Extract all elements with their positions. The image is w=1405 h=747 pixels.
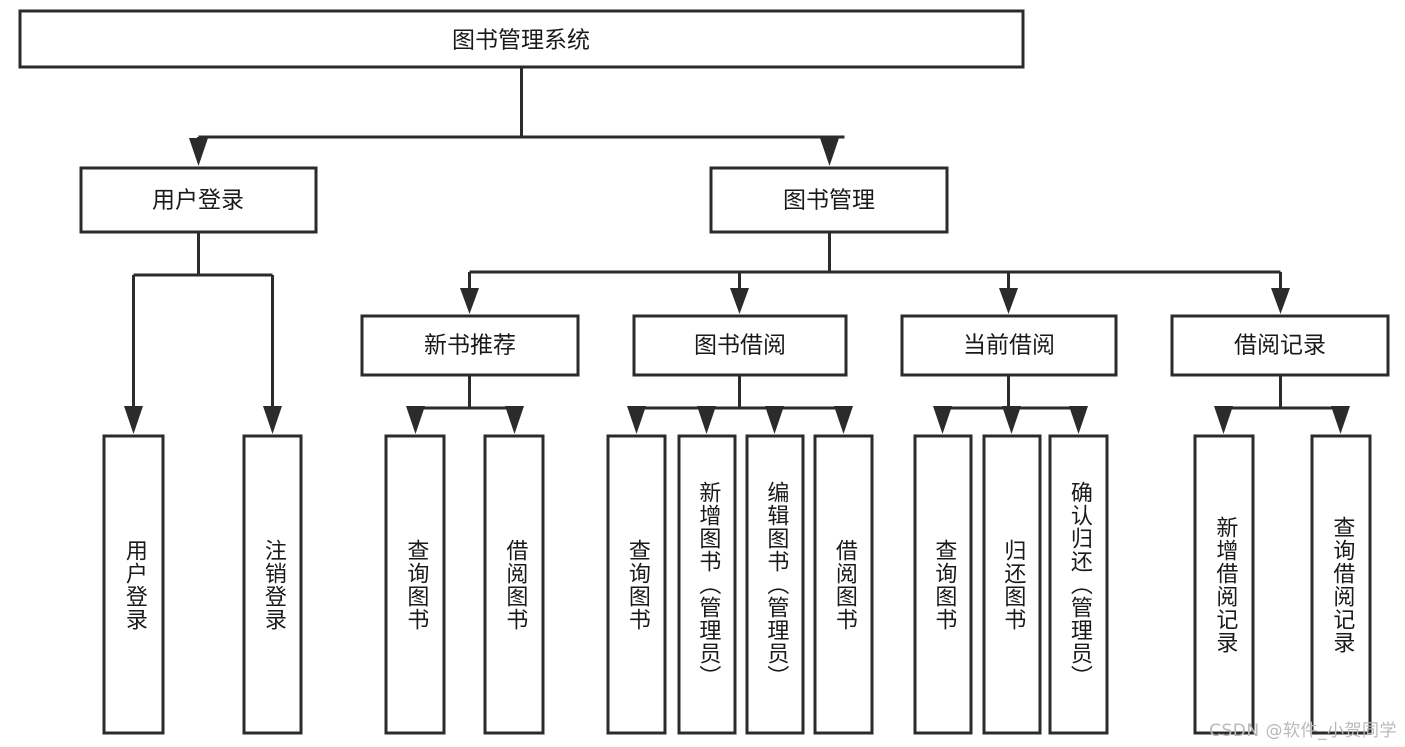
node-leaf-user-login-box[interactable]: [102, 434, 165, 735]
node-leaf-query-book-borrow-box[interactable]: [606, 434, 667, 735]
node-leaf-borrow-book-rec-box[interactable]: [483, 434, 545, 735]
arrow-head-current-borrow: [999, 288, 1018, 314]
csdn-watermark: CSDN @软件_小贺同学: [1209, 721, 1397, 741]
node-borrow-record[interactable]: 借阅记录: [1170, 314, 1390, 377]
node-leaf-borrow-book-box[interactable]: [813, 434, 874, 735]
arrow-head-borrow-record: [1271, 288, 1290, 314]
node-user-login-box[interactable]: [79, 166, 318, 234]
node-new-book-recommend-label: 新书推荐: [424, 333, 516, 359]
node-new-book-recommend-box[interactable]: [360, 314, 580, 377]
node-book-management-box[interactable]: [709, 166, 949, 234]
node-current-borrow-box[interactable]: [900, 314, 1118, 377]
node-leaf-add-borrow-record-box[interactable]: [1193, 434, 1255, 735]
arrow-head-leaf-query-book-borrow: [627, 406, 646, 434]
node-leaf-query-book-current-box[interactable]: [913, 434, 973, 735]
node-borrow-record-box[interactable]: [1170, 314, 1390, 377]
node-root[interactable]: 图书管理系统: [18, 9, 1025, 69]
node-current-borrow-label: 当前借阅: [963, 333, 1055, 359]
arrow-head-leaf-query-borrow-record: [1331, 406, 1350, 434]
node-book-management[interactable]: 图书管理: [709, 166, 949, 234]
arrow-head-leaf-logout: [263, 406, 282, 434]
arrow-head-leaf-add-book-admin: [697, 406, 716, 434]
arrow-head-leaf-add-borrow-record: [1214, 406, 1233, 434]
node-root-box[interactable]: [18, 9, 1025, 69]
node-user-login-label: 用户登录: [152, 188, 244, 214]
node-leaf-return-book-box[interactable]: [982, 434, 1042, 735]
node-user-login[interactable]: 用户登录: [79, 166, 318, 234]
arrow-head-book-management: [820, 138, 839, 166]
node-leaf-query-book-rec-box[interactable]: [384, 434, 446, 735]
node-leaf-query-borrow-record-box[interactable]: [1310, 434, 1372, 735]
node-book-borrow-label: 图书借阅: [694, 333, 786, 359]
node-book-borrow-box[interactable]: [632, 314, 848, 377]
arrow-head-leaf-borrow-book: [834, 406, 853, 434]
leaf-box-group: [102, 434, 1372, 735]
connector-group: [124, 67, 1350, 434]
node-leaf-confirm-return-admin-box[interactable]: [1048, 434, 1109, 735]
node-book-management-label: 图书管理: [783, 188, 875, 214]
node-leaf-logout-box[interactable]: [242, 434, 303, 735]
node-current-borrow[interactable]: 当前借阅: [900, 314, 1118, 377]
node-new-book-recommend[interactable]: 新书推荐: [360, 314, 580, 377]
arrow-head-leaf-query-book-current: [933, 406, 952, 434]
arrow-head-leaf-user-login: [124, 406, 143, 434]
node-leaf-add-book-admin-box[interactable]: [677, 434, 737, 735]
node-book-borrow[interactable]: 图书借阅: [632, 314, 848, 377]
arrow-head-user-login: [189, 138, 208, 166]
arrow-head-leaf-borrow-book-rec: [505, 406, 524, 434]
arrow-head-leaf-query-book-rec: [406, 406, 425, 434]
node-borrow-record-label: 借阅记录: [1234, 333, 1326, 359]
arrow-head-leaf-return-book: [1002, 406, 1021, 434]
arrow-head-new-book-recommend: [460, 288, 479, 314]
node-root-label: 图书管理系统: [452, 28, 590, 54]
arrow-head-book-borrow: [730, 288, 749, 314]
node-leaf-edit-book-admin-box[interactable]: [745, 434, 805, 735]
arrow-head-leaf-confirm-return-admin: [1069, 406, 1088, 434]
arrow-head-leaf-edit-book-admin: [765, 406, 784, 434]
